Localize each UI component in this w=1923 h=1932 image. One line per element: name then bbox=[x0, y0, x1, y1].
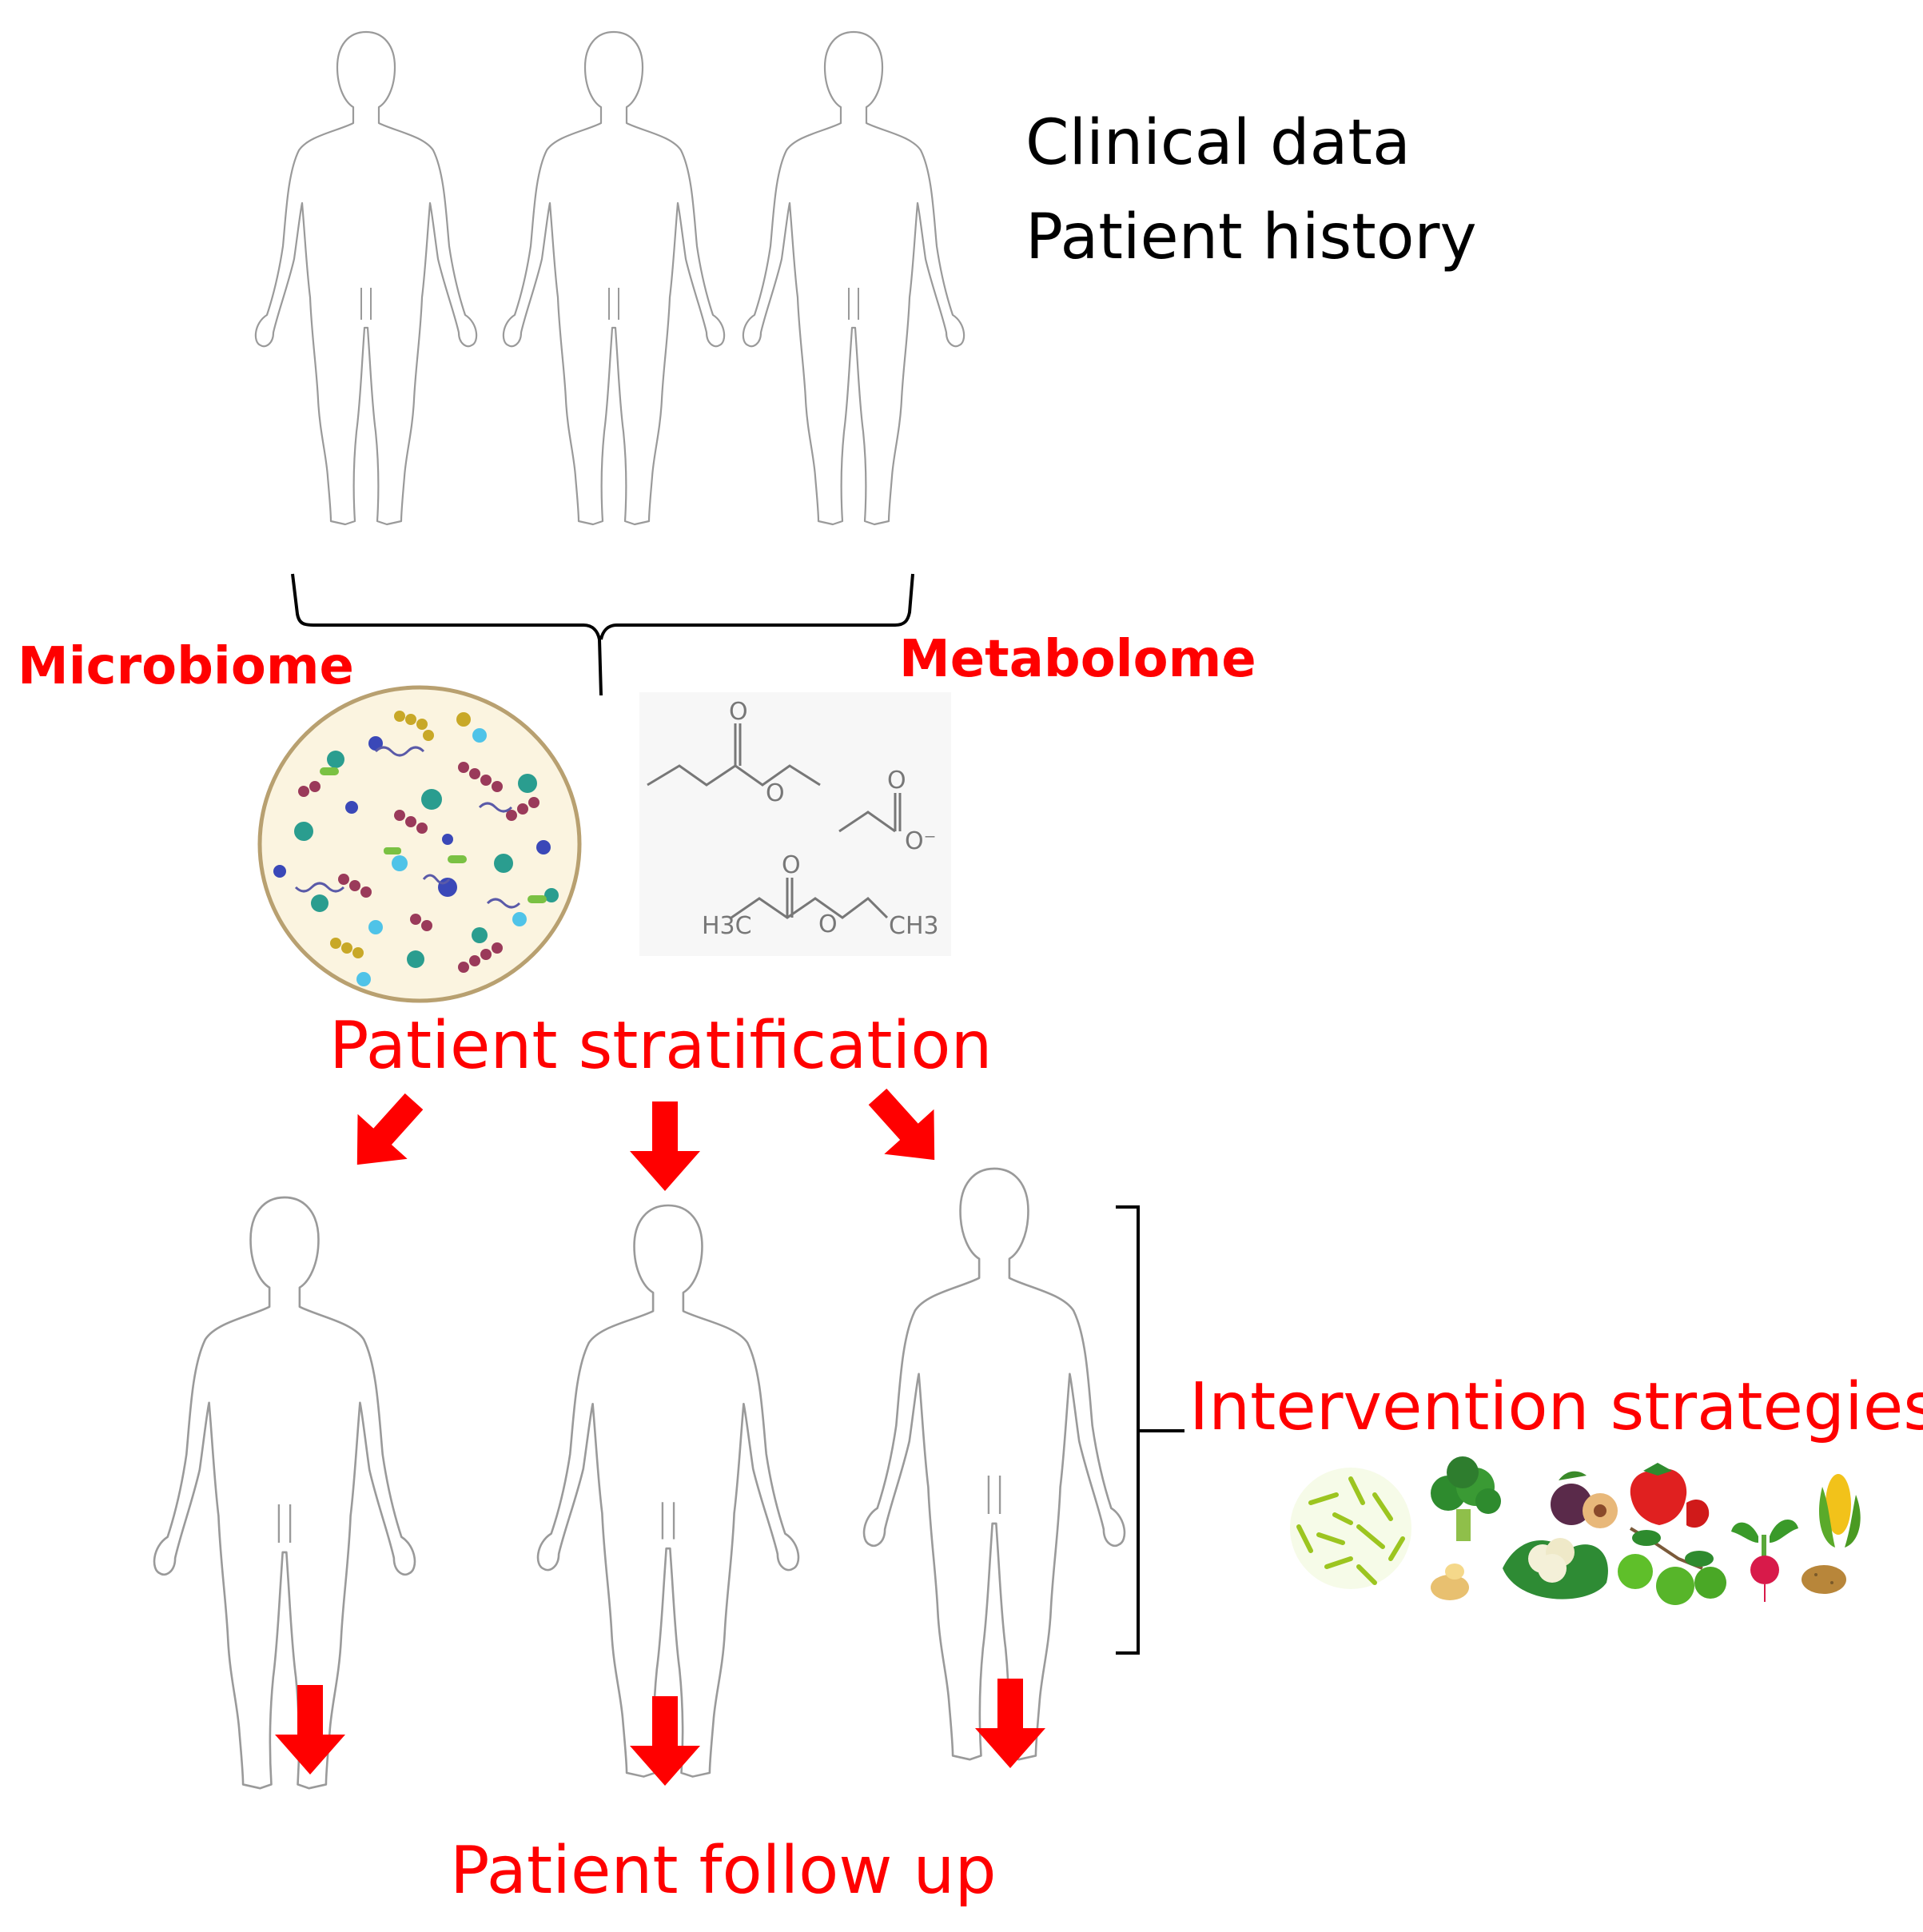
followup-arrow-center bbox=[630, 1696, 700, 1786]
bottom-patient-1 bbox=[153, 1196, 416, 1790]
potato-icon bbox=[1802, 1565, 1846, 1594]
plum-icon bbox=[1551, 1471, 1618, 1528]
corn-icon bbox=[1818, 1474, 1861, 1548]
h3c-label: H3C bbox=[702, 912, 752, 940]
ch3-label: CH3 bbox=[889, 912, 939, 940]
intervention-icons bbox=[1290, 1456, 1861, 1605]
strawberry-icon bbox=[1630, 1463, 1710, 1528]
metabolome-label: Metabolome bbox=[899, 630, 1256, 689]
atom-o-2: O bbox=[766, 779, 785, 807]
metabolome-panel: O O O O⁻ O O H3C CH3 bbox=[639, 692, 951, 956]
probiotic-icon bbox=[1290, 1468, 1411, 1589]
stratification-arrow-center bbox=[630, 1101, 700, 1191]
clinical-data-label: Clinical data bbox=[1025, 107, 1411, 179]
stratification-arrow-right bbox=[852, 1074, 960, 1183]
patient-follow-up-label: Patient follow up bbox=[450, 1833, 997, 1909]
atom-o-minus: O⁻ bbox=[905, 827, 936, 855]
apple-icon bbox=[1618, 1527, 1726, 1605]
atom-o-1: O bbox=[729, 698, 748, 726]
top-bracket bbox=[291, 573, 914, 696]
atom-o-3: O bbox=[887, 767, 906, 795]
broccoli-icon bbox=[1431, 1456, 1501, 1541]
atom-o-4: O bbox=[782, 851, 801, 879]
intervention-strategies-label: Intervention strategies bbox=[1189, 1369, 1923, 1445]
top-patient-2 bbox=[502, 30, 726, 526]
stratification-arrow-left bbox=[332, 1079, 440, 1188]
top-patient-1 bbox=[254, 30, 478, 526]
petri-dish-icon bbox=[257, 685, 582, 1003]
patient-stratification-label: Patient stratification bbox=[329, 1008, 993, 1084]
bottom-patient-2 bbox=[536, 1204, 800, 1778]
patient-history-label: Patient history bbox=[1025, 201, 1477, 273]
intervention-bracket bbox=[1116, 1205, 1184, 1655]
bottom-patient-3 bbox=[862, 1167, 1126, 1761]
cauliflower-icon bbox=[1503, 1538, 1608, 1599]
microbiome-label: Microbiome bbox=[18, 637, 354, 696]
nut-icon bbox=[1431, 1564, 1469, 1600]
top-patient-3 bbox=[742, 30, 965, 526]
radish-icon bbox=[1731, 1520, 1798, 1602]
atom-o-5: O bbox=[818, 910, 838, 938]
